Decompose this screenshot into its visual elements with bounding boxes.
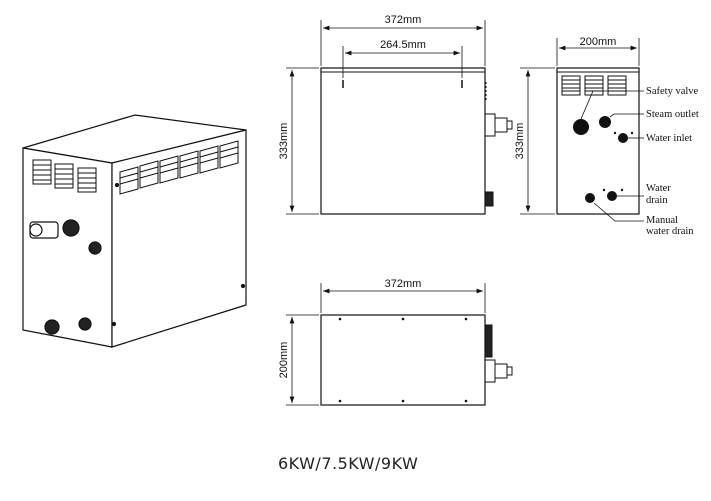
side-view-body: [556, 67, 640, 215]
callout-manual-drain-line2: water drain: [646, 226, 694, 237]
iso-fittings: [29, 182, 246, 335]
safety-valve-port: [573, 119, 589, 135]
front-height-label: 333mm: [278, 123, 290, 160]
front-view-side-fittings: [484, 82, 513, 207]
water-inlet-knob: [88, 241, 102, 255]
keyhole-icon: [342, 80, 463, 88]
top-view: [286, 283, 513, 406]
iso-front-louvers: [32, 159, 97, 193]
callout-water-drain-line2: drain: [646, 195, 668, 206]
isometric-view: [22, 114, 247, 348]
front-view-body: [320, 67, 486, 215]
model-caption: 6KW/7.5KW/9KW: [278, 454, 418, 473]
callout-safety-valve: Safety valve: [646, 86, 699, 97]
top-width-label: 372mm: [385, 278, 422, 290]
side-view: [520, 38, 644, 222]
front-view: [286, 20, 513, 215]
callout-leaders: [580, 90, 644, 222]
side-height-label: 333mm: [514, 123, 526, 160]
water-drain-knob: [78, 317, 92, 331]
callout-water-drain-line1: Water: [646, 183, 671, 194]
keyhole-spacing-label: 264.5mm: [380, 39, 426, 51]
water-inlet-port: [618, 133, 628, 143]
water-drain-port: [607, 191, 617, 201]
manual-drain-knob: [44, 319, 60, 335]
manual-drain-port: [585, 193, 595, 203]
top-depth-label: 200mm: [278, 342, 290, 379]
steam-outlet-port: [599, 116, 611, 128]
side-louvers: [561, 75, 627, 96]
callout-water-inlet: Water inlet: [646, 133, 692, 144]
side-width-label: 200mm: [580, 36, 617, 48]
safety-valve-knob: [62, 219, 80, 237]
callout-steam-outlet: Steam outlet: [646, 109, 699, 120]
top-view-body: [320, 314, 486, 406]
front-width-label: 372mm: [385, 14, 422, 26]
top-view-fittings: [484, 324, 513, 383]
iso-side-louvers: [119, 140, 239, 195]
callout-manual-drain-line1: Manual: [646, 215, 678, 226]
side-ports: [573, 116, 634, 203]
